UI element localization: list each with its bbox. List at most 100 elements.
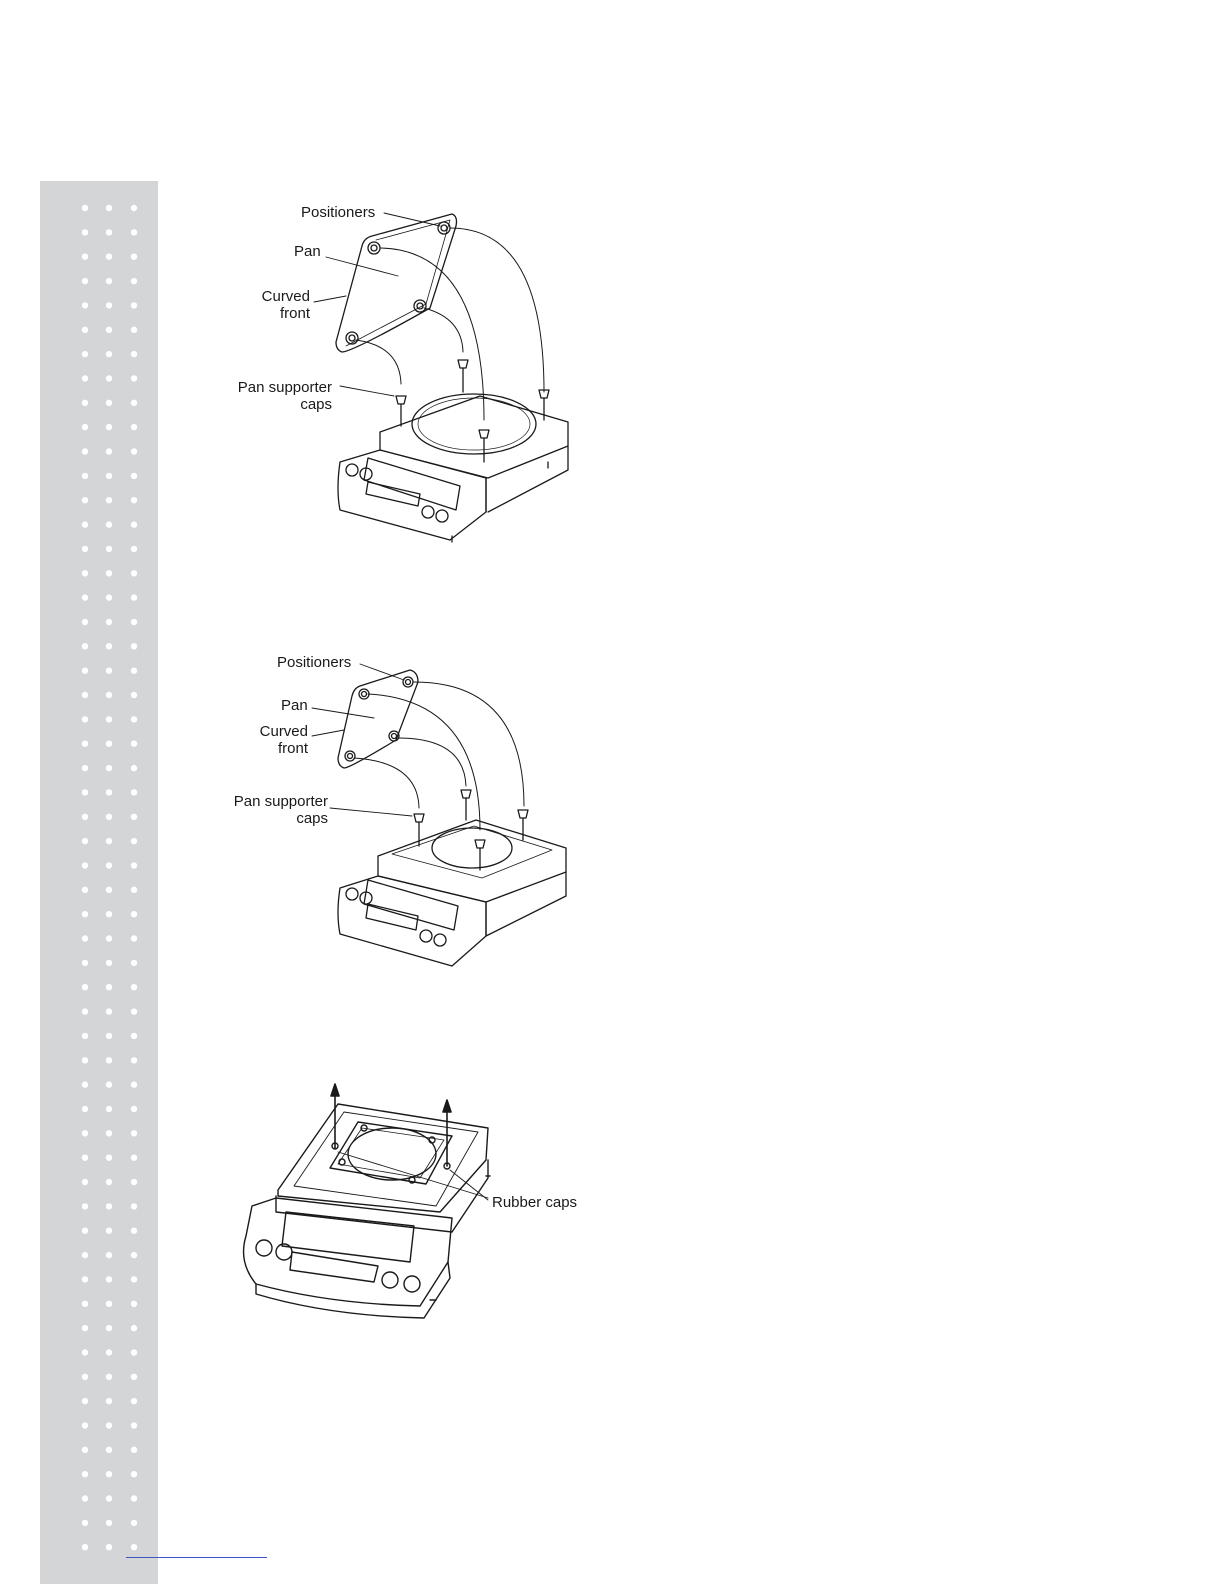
side-band bbox=[40, 181, 158, 1584]
band-dot bbox=[106, 424, 112, 430]
band-dot bbox=[82, 473, 88, 479]
band-dot bbox=[106, 278, 112, 284]
band-dot bbox=[82, 1130, 88, 1136]
band-dot bbox=[106, 960, 112, 966]
band-dot bbox=[131, 375, 137, 381]
band-dot bbox=[82, 1325, 88, 1331]
band-dot bbox=[131, 497, 137, 503]
band-dot bbox=[131, 960, 137, 966]
figure-1-pan bbox=[336, 214, 457, 352]
band-dot bbox=[106, 1203, 112, 1209]
band-dot bbox=[82, 521, 88, 527]
band-dot bbox=[131, 1106, 137, 1112]
band-dot bbox=[82, 838, 88, 844]
band-dot bbox=[106, 1495, 112, 1501]
band-dot bbox=[106, 814, 112, 820]
band-dot bbox=[106, 1520, 112, 1526]
band-dot bbox=[106, 643, 112, 649]
band-dot bbox=[82, 619, 88, 625]
band-dot bbox=[82, 375, 88, 381]
band-dot bbox=[106, 1276, 112, 1282]
band-dot bbox=[131, 570, 137, 576]
band-dot bbox=[82, 302, 88, 308]
band-dot bbox=[106, 1081, 112, 1087]
band-dot bbox=[82, 911, 88, 917]
band-dot bbox=[106, 1252, 112, 1258]
band-dot bbox=[131, 935, 137, 941]
figure-2-label-positioners: Positioners bbox=[277, 654, 351, 671]
band-dot bbox=[131, 1276, 137, 1282]
band-dot bbox=[82, 1276, 88, 1282]
band-dot bbox=[131, 887, 137, 893]
band-dot bbox=[131, 814, 137, 820]
band-dot bbox=[106, 765, 112, 771]
band-dot bbox=[82, 278, 88, 284]
band-dot bbox=[131, 546, 137, 552]
band-dot bbox=[106, 1544, 112, 1550]
band-dot bbox=[82, 1398, 88, 1404]
band-dot bbox=[131, 229, 137, 235]
band-dot bbox=[106, 1325, 112, 1331]
band-dot bbox=[82, 1033, 88, 1039]
figure-2-label-pan-supporter-caps-2: caps bbox=[224, 810, 328, 827]
band-dot bbox=[131, 789, 137, 795]
band-dot bbox=[131, 1203, 137, 1209]
band-dot bbox=[106, 497, 112, 503]
band-dot bbox=[82, 1155, 88, 1161]
band-dot bbox=[106, 789, 112, 795]
band-dot bbox=[82, 1447, 88, 1453]
band-dot bbox=[82, 448, 88, 454]
footer-rule bbox=[126, 1557, 267, 1558]
band-dot bbox=[131, 1398, 137, 1404]
band-dot bbox=[131, 1252, 137, 1258]
band-dot bbox=[82, 594, 88, 600]
band-dot bbox=[131, 1447, 137, 1453]
band-dot bbox=[82, 716, 88, 722]
band-dot bbox=[82, 668, 88, 674]
dot-pattern bbox=[40, 181, 158, 1584]
band-dot bbox=[106, 594, 112, 600]
band-dot bbox=[82, 1252, 88, 1258]
band-dot bbox=[106, 1179, 112, 1185]
band-dot bbox=[131, 1057, 137, 1063]
figure-3-label-rubber-caps: Rubber caps bbox=[492, 1194, 577, 1211]
band-dot bbox=[82, 887, 88, 893]
band-dot bbox=[82, 1008, 88, 1014]
band-dot bbox=[82, 1228, 88, 1234]
band-dot bbox=[82, 570, 88, 576]
band-dot bbox=[131, 1228, 137, 1234]
band-dot bbox=[106, 1447, 112, 1453]
band-dot bbox=[82, 1520, 88, 1526]
figure-1-label-pan-supporter-caps-2: caps bbox=[228, 396, 332, 413]
band-dot bbox=[131, 400, 137, 406]
band-dot bbox=[82, 1374, 88, 1380]
band-dot bbox=[106, 911, 112, 917]
band-dot bbox=[82, 229, 88, 235]
band-dot bbox=[106, 1130, 112, 1136]
band-dot bbox=[131, 351, 137, 357]
band-dot bbox=[82, 692, 88, 698]
band-dot bbox=[82, 935, 88, 941]
band-dot bbox=[82, 814, 88, 820]
band-dot bbox=[106, 741, 112, 747]
band-dot bbox=[131, 473, 137, 479]
band-dot bbox=[131, 911, 137, 917]
figure-2-label-pan-supporter-caps-1: Pan supporter bbox=[224, 793, 328, 810]
band-dot bbox=[131, 1008, 137, 1014]
band-dot bbox=[82, 789, 88, 795]
band-dot bbox=[106, 375, 112, 381]
band-dot bbox=[131, 619, 137, 625]
band-dot bbox=[82, 254, 88, 260]
band-dot bbox=[106, 887, 112, 893]
band-dot bbox=[131, 643, 137, 649]
band-dot bbox=[82, 1495, 88, 1501]
band-dot bbox=[82, 1301, 88, 1307]
band-dot bbox=[106, 1033, 112, 1039]
band-dot bbox=[106, 1155, 112, 1161]
figure-3-lift-arrows bbox=[331, 1084, 451, 1166]
band-dot bbox=[131, 1301, 137, 1307]
band-dot bbox=[131, 1544, 137, 1550]
band-dot bbox=[82, 1106, 88, 1112]
figure-1-label-positioners: Positioners bbox=[301, 204, 375, 221]
